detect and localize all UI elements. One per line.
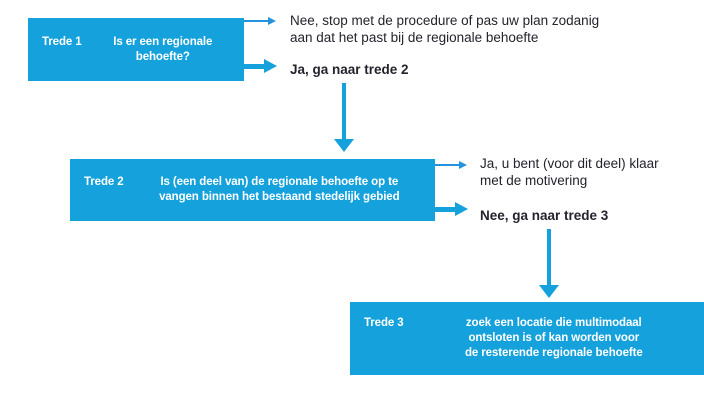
step-box-content: Trede 3 zoek een locatie die multimodaal… [364, 316, 696, 361]
step1-down-arrow-icon [334, 83, 354, 152]
step2-no-arrow-icon [435, 202, 468, 216]
step-box-content: Trede 2 Is (een deel van) de regionale b… [84, 175, 427, 205]
step1-yes-outcome-text: Ja, ga naar trede 2 [290, 62, 409, 77]
arrow-shaft [547, 229, 551, 285]
step2-yes-arrow-icon [435, 161, 467, 169]
arrowhead-right-icon [455, 202, 468, 216]
step-question: Is er een regionale behoefte? [113, 35, 213, 63]
step-box-trede-1: Trede 1 Is er een regionale behoefte? [28, 18, 244, 81]
step-box-trede-3: Trede 3 zoek een locatie die multimodaal… [350, 302, 704, 375]
arrow-shaft [435, 164, 459, 166]
step1-yes-arrow-icon [244, 59, 277, 73]
step-box-content: Trede 1 Is er een regionale behoefte? [42, 35, 236, 65]
step-question: Is (een deel van) de regionale behoefte … [159, 176, 400, 203]
step-question: zoek een locatie die multimodaal ontslot… [464, 317, 643, 359]
arrow-shaft [244, 63, 264, 69]
step-label: Trede 3 [364, 317, 404, 329]
step-label: Trede 2 [84, 176, 124, 188]
arrowhead-right-icon [459, 161, 467, 169]
step2-no-outcome-text: Nee, ga naar trede 3 [480, 208, 609, 223]
step1-no-arrow-icon [244, 17, 276, 25]
step1-no-outcome-text: Nee, stop met de procedure of pas uw pla… [290, 13, 600, 45]
arrow-shaft [244, 20, 268, 22]
arrowhead-down-icon [539, 285, 559, 298]
step2-yes-outcome-text: Ja, u bent (voor dit deel) klaar met de … [480, 156, 659, 188]
step2-down-arrow-icon [539, 229, 559, 298]
arrow-shaft [435, 206, 455, 212]
arrowhead-right-icon [268, 17, 276, 25]
step-label: Trede 1 [42, 35, 82, 48]
arrowhead-down-icon [334, 139, 354, 152]
step-box-trede-2: Trede 2 Is (een deel van) de regionale b… [70, 159, 435, 221]
arrowhead-right-icon [264, 59, 277, 73]
arrow-shaft [342, 83, 346, 139]
